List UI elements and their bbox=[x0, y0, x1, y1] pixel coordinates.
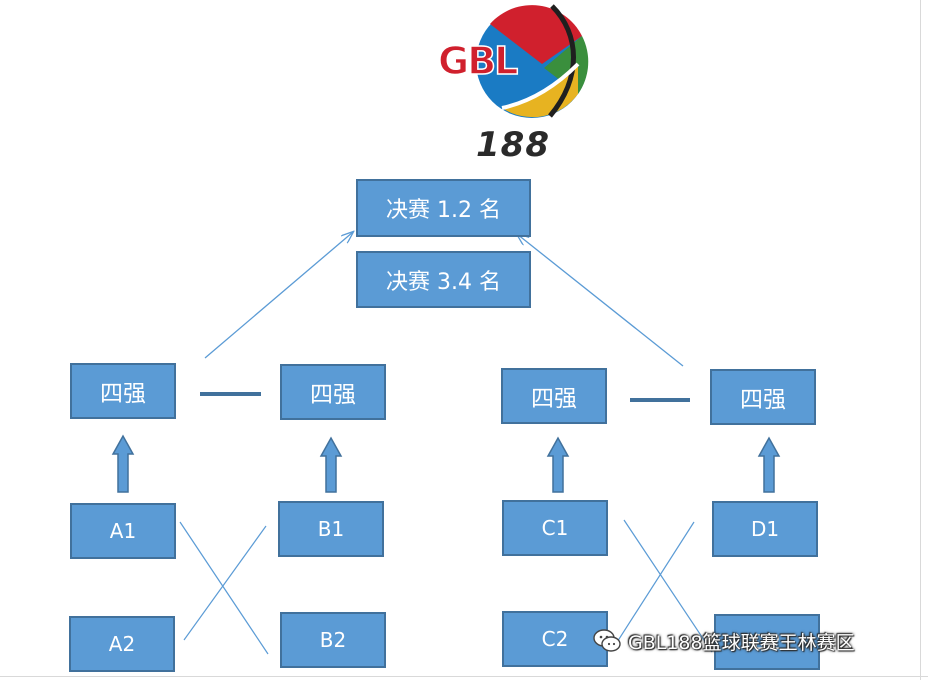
team-box-d1: D1 bbox=[712, 501, 818, 557]
team-box-a2: A2 bbox=[69, 616, 175, 672]
page-edge-bottom bbox=[0, 676, 928, 677]
team-box-c2: C2 bbox=[502, 611, 608, 667]
semi-box-4: 四强 bbox=[710, 369, 816, 425]
page-edge-right bbox=[920, 0, 921, 680]
semi-box-2: 四强 bbox=[280, 364, 386, 420]
watermark-text: GBL188篮球联赛王林赛区 bbox=[628, 631, 855, 654]
logo-letters: GBL bbox=[438, 39, 518, 83]
up-arrow-d1 bbox=[757, 436, 781, 493]
team-box-c1: C1 bbox=[502, 500, 608, 556]
team-box-b1: B1 bbox=[278, 501, 384, 557]
semi-box-3: 四强 bbox=[501, 368, 607, 424]
up-arrow-c1 bbox=[546, 436, 570, 493]
team-box-d2: D2 bbox=[714, 614, 820, 670]
up-arrow-b1 bbox=[319, 436, 343, 493]
up-arrow-a1 bbox=[111, 434, 135, 493]
wechat-icon bbox=[593, 629, 621, 652]
team-box-b2: B2 bbox=[280, 612, 386, 668]
gbl188-logo: GBL 188 bbox=[437, 4, 589, 162]
watermark: GBL188篮球联赛王林赛区 bbox=[592, 624, 855, 658]
logo-number: 188 bbox=[476, 125, 550, 162]
arrow-right-semi-to-final bbox=[517, 234, 684, 367]
cross-line-a1-b2 bbox=[179, 521, 269, 655]
cross-line-b1-a2 bbox=[183, 525, 267, 641]
cross-line-c1-d2 bbox=[623, 519, 713, 653]
semi-box-1: 四强 bbox=[70, 363, 176, 419]
arrow-left-semi-to-final bbox=[204, 232, 353, 359]
team-box-a1: A1 bbox=[70, 503, 176, 559]
cross-line-d1-c2 bbox=[611, 521, 695, 651]
final-1-2-box: 决赛 1.2 名 bbox=[356, 179, 531, 237]
final-3-4-box: 决赛 3.4 名 bbox=[356, 251, 531, 308]
